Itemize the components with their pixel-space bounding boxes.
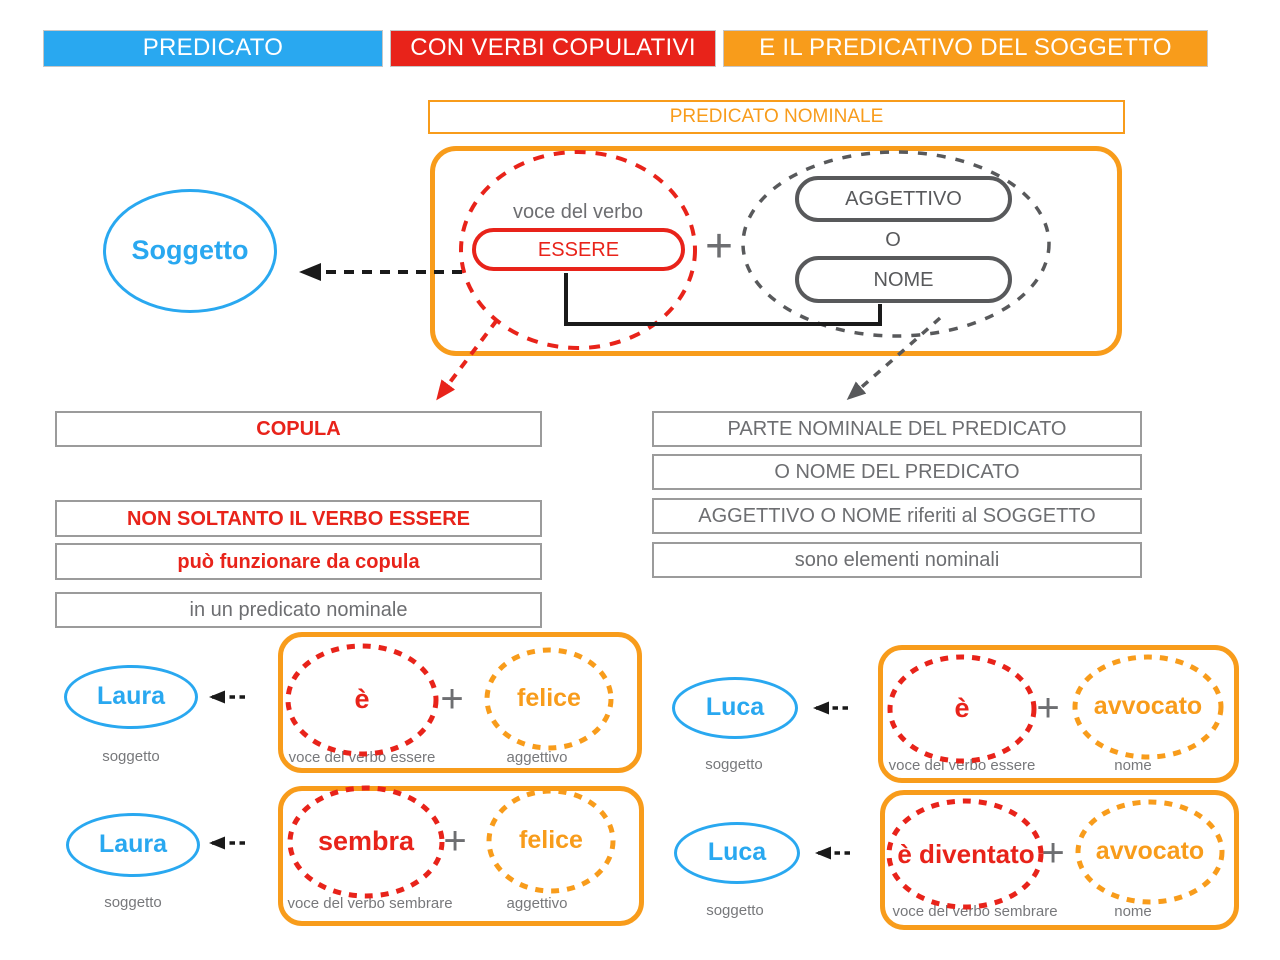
example-2-complement-label: nome	[1114, 756, 1152, 774]
example-2-subject-label: soggetto	[705, 755, 763, 773]
aggettivo-pill: AGGETTIVO	[795, 176, 1012, 222]
example-4-subject-label: soggetto	[706, 901, 764, 919]
o-label: O	[885, 229, 901, 251]
example-3-verb-label: voce del verbo sembrare	[287, 894, 453, 912]
predicato-nominale-title: PREDICATO NOMINALE	[428, 100, 1125, 134]
example-4-plus-sign: +	[1041, 831, 1065, 875]
header-con-verbi-copulativi: CON VERBI COPULATIVI	[390, 30, 716, 67]
example-4-complement: avvocato	[1095, 837, 1205, 866]
essere-pill: ESSERE	[472, 228, 685, 271]
example-2-subject-ellipse: Luca	[672, 677, 798, 739]
example-3-complement: felice	[519, 826, 583, 855]
header-predicativo-del-soggetto: E IL PREDICATIVO DEL SOGGETTO	[723, 30, 1208, 67]
note-aggettivo-o-nome: AGGETTIVO O NOME riferiti al SOGGETTO	[652, 498, 1142, 534]
plus-sign-main: +	[704, 219, 734, 273]
example-1-complement: felice	[517, 684, 581, 713]
example-3-plus-sign: +	[443, 819, 467, 863]
voce-del-verbo-label: voce del verbo	[512, 201, 644, 223]
example-4-complement-label: nome	[1114, 902, 1152, 920]
example-2-plus-sign: +	[1036, 686, 1060, 730]
example-2-complement: avvocato	[1093, 692, 1203, 721]
example-3-subject-ellipse: Laura	[66, 813, 200, 877]
note-o-nome-del-predicato: O NOME DEL PREDICATO	[652, 454, 1142, 490]
copula-box: COPULA	[55, 411, 542, 447]
example-4-subject-ellipse: Luca	[674, 822, 800, 884]
header-predicato: PREDICATO	[43, 30, 383, 67]
note-sono-elementi-nominali: sono elementi nominali	[652, 542, 1142, 578]
note-puo-funzionare: può funzionare da copula	[55, 543, 542, 580]
example-3-subject-label: soggetto	[104, 893, 162, 911]
note-parte-nominale: PARTE NOMINALE DEL PREDICATO	[652, 411, 1142, 447]
example-1-complement-label: aggettivo	[506, 748, 568, 766]
note-in-un-predicato: in un predicato nominale	[55, 592, 542, 628]
note-non-soltanto: NON SOLTANTO IL VERBO ESSERE	[55, 500, 542, 537]
soggetto-ellipse: Soggetto	[103, 189, 277, 313]
nome-pill: NOME	[795, 256, 1012, 303]
example-3-complement-label: aggettivo	[506, 894, 568, 912]
example-1-subject-ellipse: Laura	[64, 665, 198, 729]
example-1-subject-label: soggetto	[102, 747, 160, 765]
example-1-plus-sign: +	[440, 677, 464, 721]
